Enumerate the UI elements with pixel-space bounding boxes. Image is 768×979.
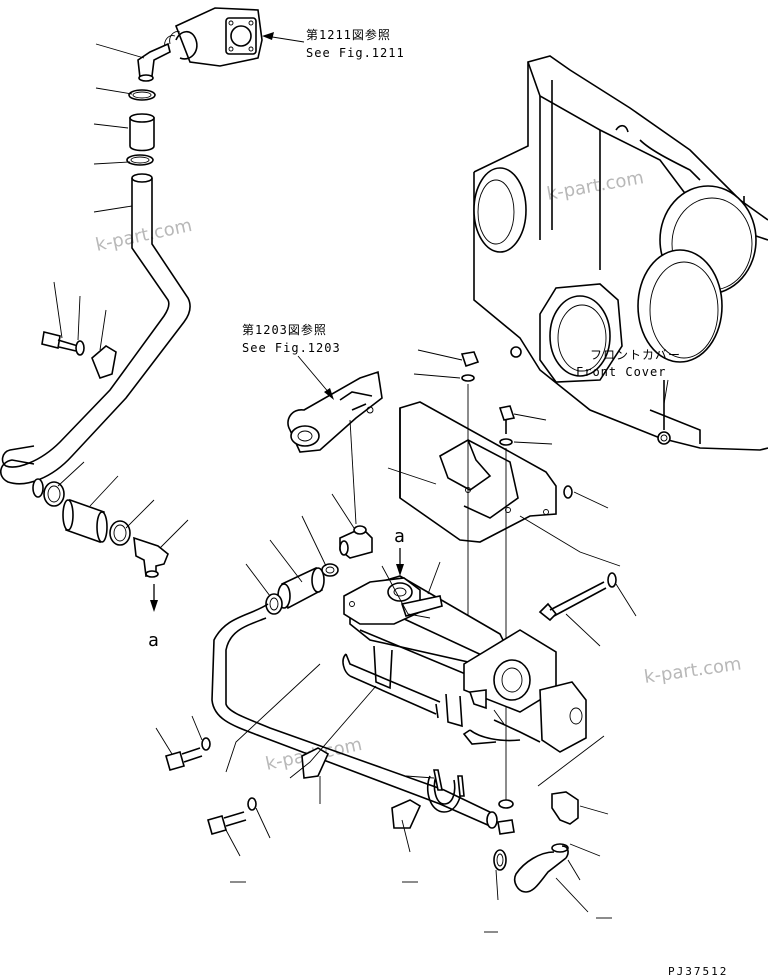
front-cover-en: Front Cover bbox=[576, 365, 666, 379]
fig1211-ref-jp: 第1211図参照 bbox=[306, 27, 391, 42]
pump-inlet-hoses bbox=[211, 563, 498, 829]
watermark-3: k-part.com bbox=[643, 654, 743, 688]
pump-housing bbox=[164, 7, 263, 67]
lower-left-hose-set: a bbox=[43, 481, 169, 651]
lower-bolts bbox=[165, 737, 257, 835]
upper-pipe-assembly bbox=[0, 7, 263, 498]
mount-bracket bbox=[399, 351, 621, 800]
inlet-housing bbox=[287, 370, 383, 559]
watermark-2: k-part.com bbox=[545, 167, 645, 205]
fig1211-reference: 第1211図参照 See Fig.1211 bbox=[262, 27, 405, 60]
fig1211-ref-en: See Fig.1211 bbox=[306, 46, 405, 60]
lower-right-fittings bbox=[493, 791, 579, 893]
leader-lines-left bbox=[53, 43, 189, 549]
page-id: PJ37512 bbox=[668, 965, 728, 978]
front-cover-label: フロントカバー Front Cover bbox=[576, 348, 681, 405]
pump-assembly: a bbox=[342, 526, 587, 753]
front-cover-jp: フロントカバー bbox=[590, 348, 681, 362]
watermark-1: k-part.com bbox=[94, 215, 194, 256]
connection-mark-a-top: a bbox=[394, 526, 405, 547]
connection-mark-a-bottom: a bbox=[148, 630, 159, 651]
fig1203-ref-en: See Fig.1203 bbox=[242, 341, 341, 355]
fig1203-ref-jp: 第1203図参照 bbox=[242, 322, 327, 337]
fig1203-reference: 第1203図参照 See Fig.1203 bbox=[242, 322, 341, 400]
leader-lines-right bbox=[155, 349, 637, 913]
label-dashes bbox=[230, 881, 612, 933]
front-cover bbox=[473, 55, 768, 451]
upper-clip-fasteners bbox=[41, 331, 85, 356]
